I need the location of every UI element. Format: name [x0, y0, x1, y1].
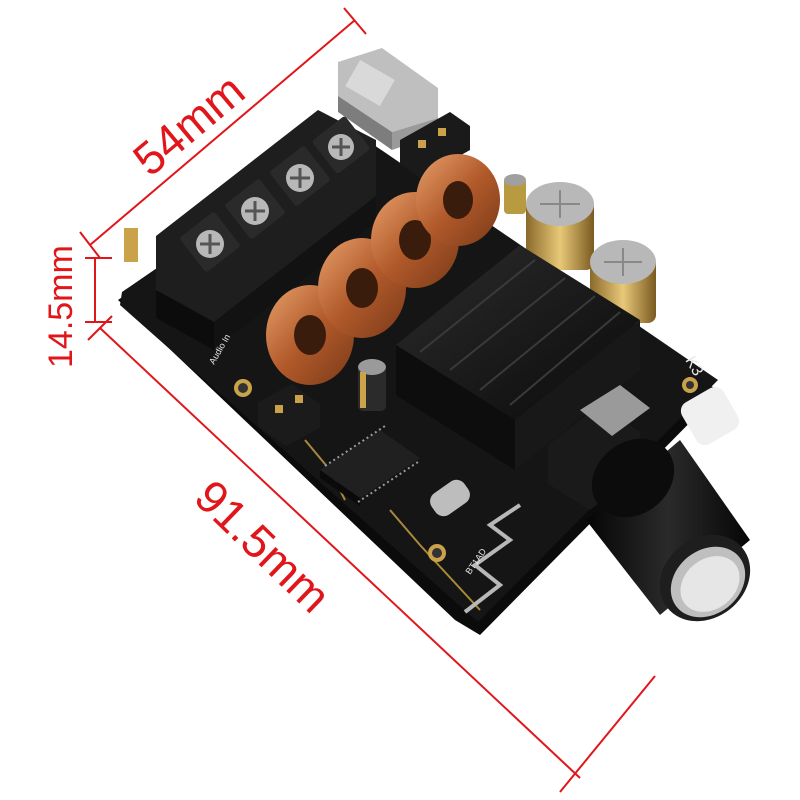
electrolytic-capacitor: [526, 182, 594, 270]
inductor-coils: [266, 154, 500, 385]
terminal-screw: [225, 179, 285, 239]
volume-knob-icon: [586, 438, 751, 622]
height-dimension-label: 14.5mm: [42, 245, 80, 368]
dimension-annotations: [79, 7, 656, 793]
width-dimension-line: [89, 19, 356, 246]
width-dimension-tick: [343, 7, 367, 35]
width-dimension-label: 54mm: [123, 64, 254, 186]
length-dimension-label: 91.5mm: [185, 470, 341, 623]
terminal-screw: [180, 212, 240, 272]
terminal-screw: [270, 146, 330, 206]
crystal-oscillator: [430, 479, 470, 517]
audio-input-header: [258, 384, 320, 446]
small-capacitor: [504, 174, 526, 214]
led-diffuser: [680, 386, 740, 446]
mounting-hole-center: [432, 548, 442, 558]
length-dimension-tick: [559, 675, 656, 793]
length-dimension-tick: [87, 315, 113, 341]
small-capacitor: [358, 359, 386, 411]
ic-chip: [320, 430, 420, 506]
brass-standoff: [124, 228, 138, 262]
mounting-hole-center: [238, 383, 248, 393]
electrolytic-capacitor: [590, 240, 656, 323]
toroid-inductor: [416, 154, 500, 246]
length-dimension-line: [99, 327, 581, 779]
mounting-hole-center: [686, 381, 694, 389]
terminal-screw: [312, 116, 370, 174]
pin-header-connector: [400, 112, 470, 178]
heatsink: [396, 245, 640, 470]
ic-chip-pins: [324, 425, 419, 503]
width-dimension-tick: [79, 231, 101, 259]
bluetooth-antenna-icon: [463, 503, 522, 614]
screw-terminal-block: [156, 110, 376, 350]
pcb-trace: [389, 509, 481, 611]
